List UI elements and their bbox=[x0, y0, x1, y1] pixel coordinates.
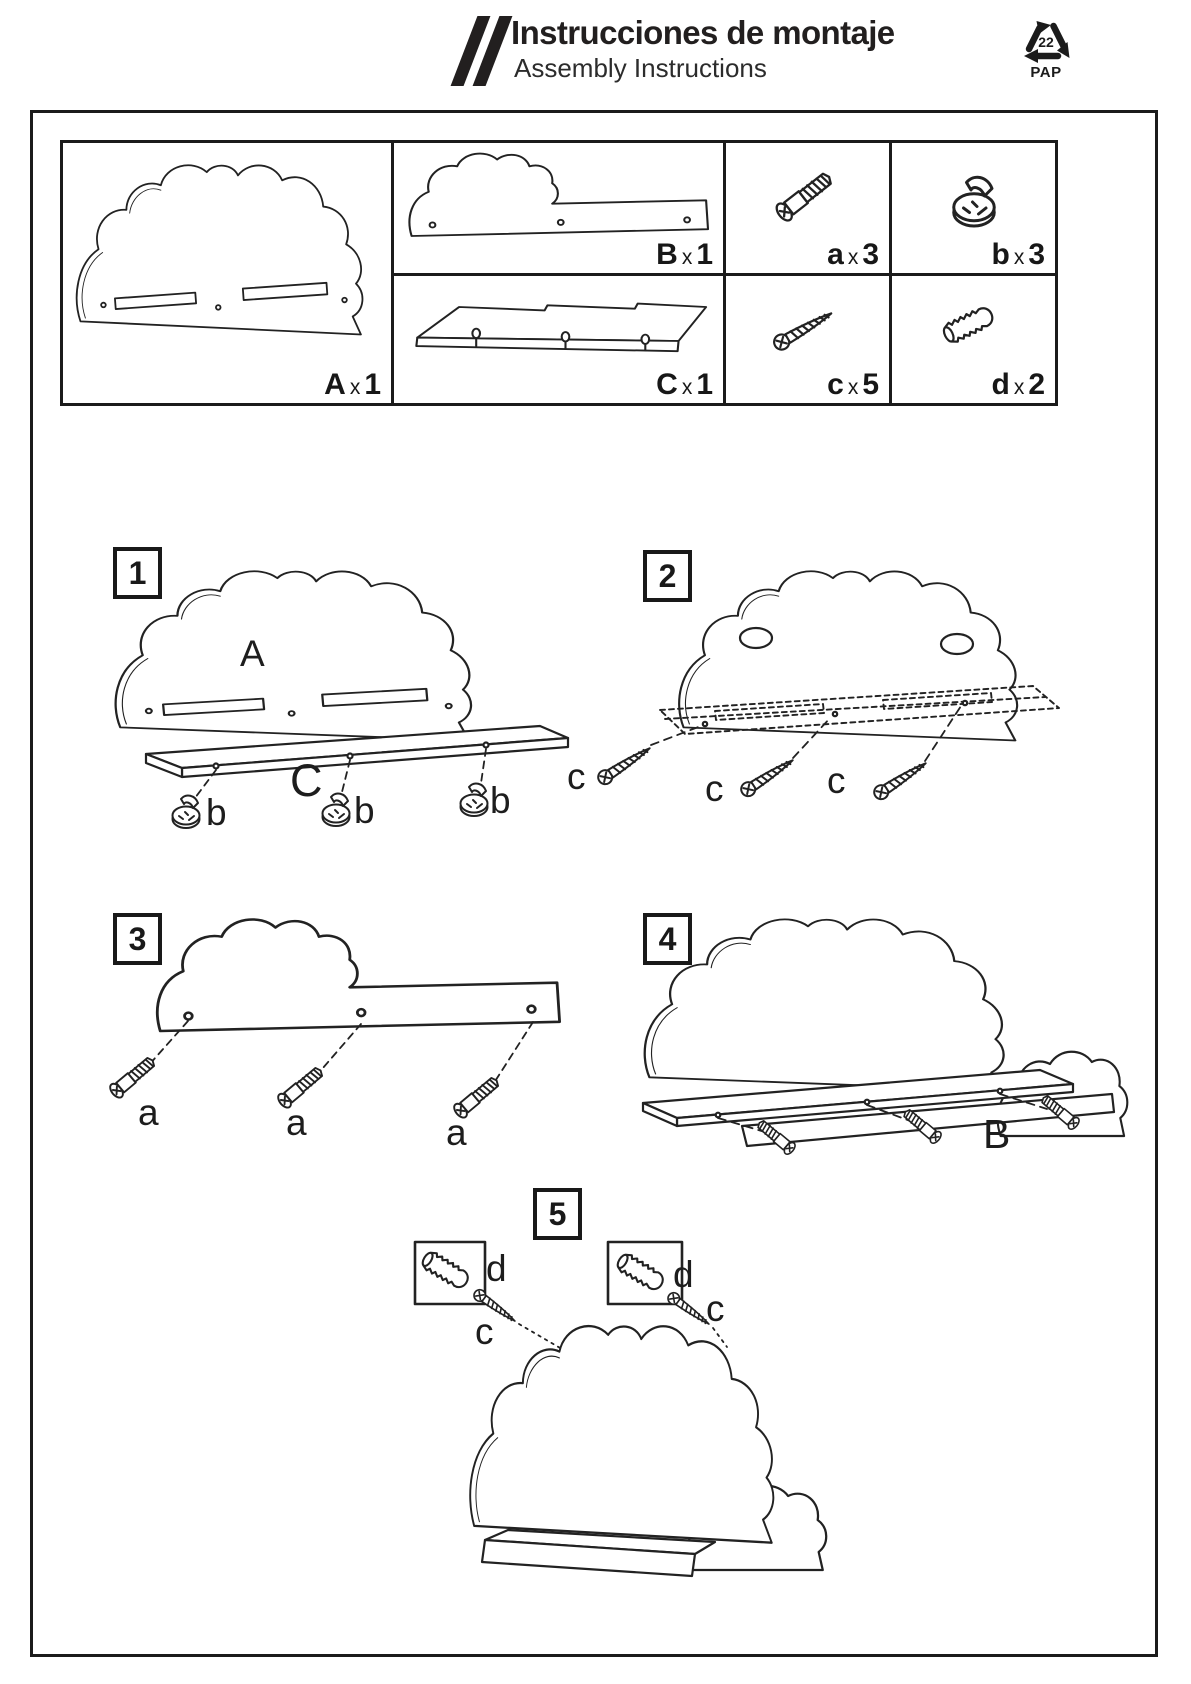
part-cell-C: C x 1 bbox=[391, 273, 723, 403]
step-4-diagram bbox=[641, 918, 1129, 1158]
part-cell-c: c x 5 bbox=[723, 273, 889, 403]
page-subtitle: Assembly Instructions bbox=[514, 53, 767, 83]
step-2-fastener-label: c bbox=[827, 760, 846, 801]
recycling-symbol: 22 PAP bbox=[1014, 13, 1078, 81]
step-4: 4 B bbox=[595, 898, 1145, 1198]
step-5-plug-label: d bbox=[486, 1248, 507, 1289]
step-3-fastener-label: a bbox=[286, 1102, 307, 1143]
step-1-diagram bbox=[88, 540, 570, 830]
part-qty-label-b: b x 3 bbox=[991, 238, 1045, 271]
step-5: 5 d d c c bbox=[370, 1180, 900, 1650]
parts-table: A x 1 B x 1 a x 3 bbox=[60, 140, 1058, 406]
part-cell-d: d x 2 bbox=[889, 273, 1055, 403]
part-qty-label-A: A x 1 bbox=[324, 368, 381, 401]
step-2: 2 c c c bbox=[565, 540, 1090, 825]
part-a-drawing bbox=[63, 143, 388, 400]
recycling-material: PAP bbox=[1030, 64, 1062, 81]
step-1-shelf-label: C bbox=[290, 755, 323, 806]
step-1-panel-label: A bbox=[240, 633, 265, 674]
part-qty-label-c: c x 5 bbox=[827, 368, 879, 401]
step-2-fastener-label: c bbox=[567, 756, 586, 797]
step-2-number: 2 bbox=[643, 550, 692, 602]
step-2-fastener-label: c bbox=[705, 768, 724, 809]
recycling-triangle-icon: 22 bbox=[1024, 21, 1070, 63]
recycling-code: 22 bbox=[1038, 34, 1054, 50]
step-3: 3 a a a bbox=[88, 898, 603, 1163]
step-3-fastener-label: a bbox=[446, 1112, 467, 1153]
step-2-diagram bbox=[594, 570, 1060, 803]
page-title: Instrucciones de montaje bbox=[511, 14, 895, 51]
step-4-panel-label: B bbox=[983, 1111, 1011, 1157]
part-cell-A: A x 1 bbox=[63, 143, 391, 403]
step-1-fastener-label: b bbox=[354, 790, 375, 831]
step-1-fastener-label: b bbox=[490, 780, 511, 821]
content-border bbox=[30, 110, 1158, 1657]
step-3-diagram bbox=[106, 918, 562, 1121]
part-cell-B: B x 1 bbox=[391, 143, 723, 273]
part-cell-a: a x 3 bbox=[723, 143, 889, 273]
part-qty-label-d: d x 2 bbox=[991, 368, 1045, 401]
step-1-number: 1 bbox=[113, 547, 162, 599]
step-1: 1 A C b b b bbox=[88, 540, 573, 845]
part-cell-b: b x 3 bbox=[889, 143, 1055, 273]
part-qty-label-B: B x 1 bbox=[656, 238, 713, 271]
step-5-diagram bbox=[413, 1240, 828, 1578]
step-3-number: 3 bbox=[113, 913, 162, 965]
step-1-fastener-label: b bbox=[206, 792, 227, 833]
part-qty-label-C: C x 1 bbox=[656, 368, 713, 401]
part-qty-label-a: a x 3 bbox=[827, 238, 879, 271]
step-5-plug-label: d bbox=[673, 1254, 694, 1295]
step-5-screw-label: c bbox=[706, 1288, 725, 1329]
step-3-fastener-label: a bbox=[138, 1092, 159, 1133]
step-5-number: 5 bbox=[533, 1188, 582, 1240]
step-4-number: 4 bbox=[643, 913, 692, 965]
step-5-screw-label: c bbox=[475, 1311, 494, 1352]
